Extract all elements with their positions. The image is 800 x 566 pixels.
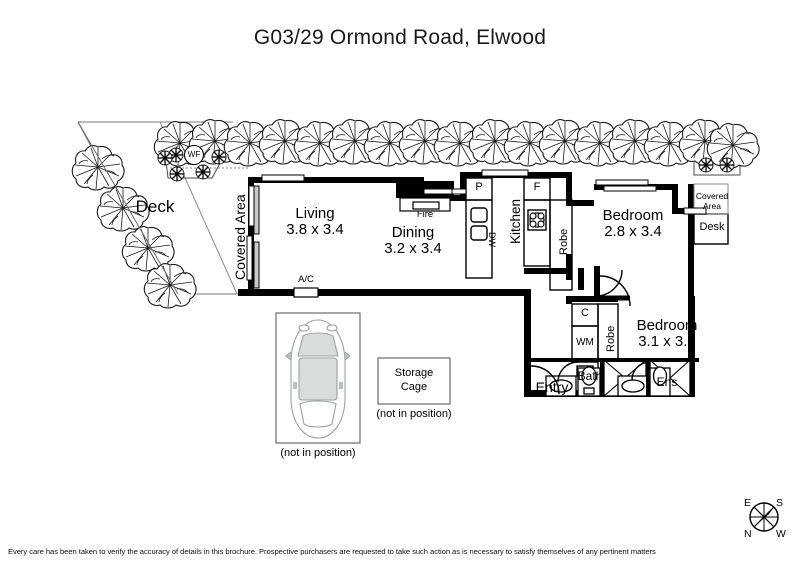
label-storage-not-in-position: (not in position) bbox=[376, 408, 452, 420]
page-title: G03/29 Ormond Road, Elwood bbox=[253, 26, 547, 49]
label-ensuite: Ens bbox=[656, 375, 678, 389]
label-pantry: P bbox=[475, 181, 483, 193]
storage-cage-line2: Cage bbox=[400, 380, 428, 393]
room-label-dining: Dining 3.2 x 3.4 bbox=[358, 224, 468, 258]
label-water-feature: WF bbox=[187, 150, 201, 159]
room-dim-living: 3.8 x 3.4 bbox=[286, 221, 344, 239]
compass-label-north: N bbox=[744, 528, 752, 540]
fireplace bbox=[399, 197, 451, 212]
room-label-bedroom-1: Bedroom 2.8 x 3.4 bbox=[578, 207, 688, 241]
label-washing-machine: WM bbox=[576, 337, 594, 348]
room-label-living: Living 3.8 x 3.4 bbox=[260, 205, 370, 239]
room-name-bedroom-1: Bedroom bbox=[602, 207, 664, 224]
label-covered-area-right: Covered Area bbox=[694, 191, 730, 212]
label-robe-bedroom-2: Robe bbox=[605, 325, 617, 352]
ac-unit bbox=[293, 287, 319, 298]
storage-cage-line1: Storage bbox=[394, 367, 434, 379]
compass-rose bbox=[749, 502, 779, 532]
label-car-not-in-position: (not in position) bbox=[280, 447, 356, 459]
label-deck: Deck bbox=[135, 197, 175, 216]
covered-area-right-line2: Area bbox=[703, 200, 721, 211]
label-dishwasher: DW bbox=[487, 232, 497, 247]
storage-cage-box bbox=[377, 357, 451, 405]
internal-partitions bbox=[465, 177, 729, 392]
car-icon bbox=[285, 319, 351, 439]
room-dim-bedroom-1: 2.8 x 3.4 bbox=[604, 223, 662, 241]
cooktop-burners bbox=[529, 212, 545, 228]
label-covered-area-left: Covered Area bbox=[232, 194, 248, 280]
label-bath: Bath bbox=[577, 369, 603, 383]
label-storage-cage: Storage Cage bbox=[378, 367, 450, 395]
label-entry: Entry bbox=[535, 379, 569, 395]
room-name-living: Living bbox=[295, 205, 335, 222]
label-cupboard: C bbox=[581, 307, 589, 319]
label-fire: Fire bbox=[416, 209, 434, 220]
water-feature-circle bbox=[183, 144, 205, 166]
label-ac: A/C bbox=[298, 274, 314, 285]
label-fridge: F bbox=[533, 181, 541, 193]
compass-label-west: W bbox=[776, 528, 786, 540]
label-robe-kitchen: Robe bbox=[558, 228, 570, 255]
covered-area-right-line1: Covered bbox=[695, 191, 729, 201]
windows bbox=[261, 169, 707, 215]
label-kitchen: Kitchen bbox=[508, 198, 523, 244]
room-name-bedroom-2: Bedroom bbox=[636, 317, 698, 334]
compass-label-south: S bbox=[776, 497, 784, 509]
room-name-dining: Dining bbox=[391, 224, 435, 241]
label-desk: Desk bbox=[699, 221, 725, 233]
wetarea-walls bbox=[531, 358, 699, 396]
room-label-bedroom-2: Bedroom 3.1 x 3.2 bbox=[612, 317, 722, 351]
door-swings bbox=[530, 268, 651, 395]
sliding-doors-left bbox=[246, 185, 260, 289]
disclaimer-text: Every care has been taken to verify the … bbox=[8, 547, 656, 556]
deck-edge-line bbox=[77, 121, 179, 295]
compass-label-east: E bbox=[744, 497, 752, 509]
tree-row-top bbox=[153, 119, 760, 169]
room-dim-bedroom-2: 3.1 x 3.2 bbox=[638, 333, 696, 351]
room-dim-dining: 3.2 x 3.4 bbox=[384, 240, 442, 258]
